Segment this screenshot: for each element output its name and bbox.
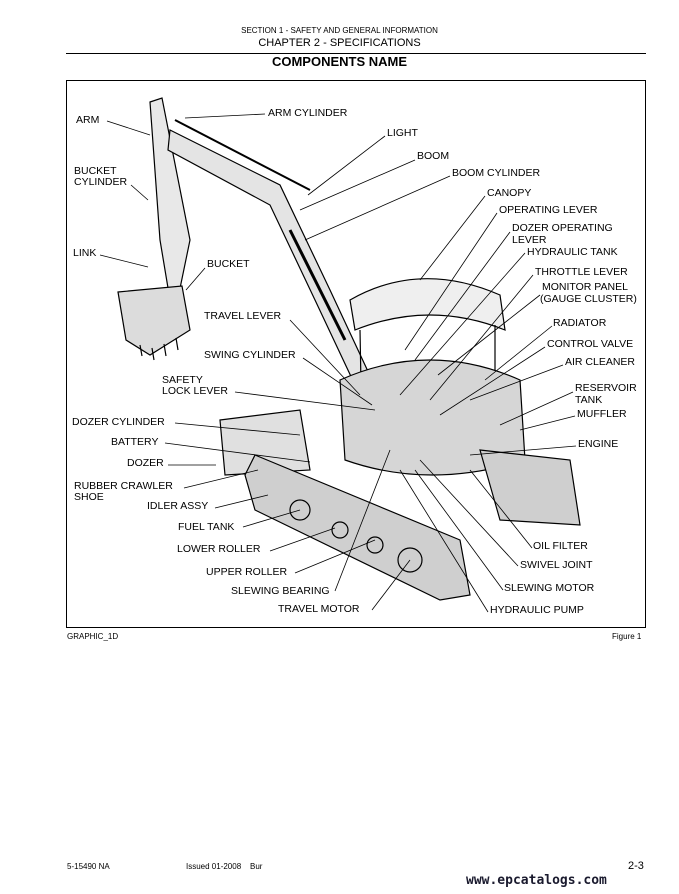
label-bucket-cylinder-2: CYLINDER	[74, 176, 128, 188]
label-idler-assy: IDLER ASSY	[147, 500, 209, 512]
label-dozer: DOZER	[127, 457, 164, 469]
label-throttle-lever: THROTTLE LEVER	[535, 266, 628, 278]
label-swing-cylinder: SWING CYLINDER	[204, 349, 296, 361]
label-slewing-bearing: SLEWING BEARING	[231, 585, 330, 597]
label-lower-roller: LOWER ROLLER	[177, 543, 261, 555]
section-header: SECTION 1 - SAFETY AND GENERAL INFORMATI…	[241, 26, 438, 35]
label-link: LINK	[73, 247, 97, 259]
label-bucket-cylinder-1: BUCKET	[74, 165, 117, 177]
label-dozer-cylinder: DOZER CYLINDER	[72, 416, 165, 428]
label-dozer-operating-lever-2: LEVER	[512, 234, 547, 246]
label-safety-lock-lever-2: LOCK LEVER	[162, 385, 228, 397]
label-radiator: RADIATOR	[553, 317, 607, 329]
language-code: Bur	[250, 862, 263, 871]
label-arm-cylinder: ARM CYLINDER	[268, 107, 348, 119]
label-reservoir-tank-1: RESERVOIR	[575, 382, 637, 394]
label-monitor-panel-2: (GAUGE CLUSTER)	[540, 293, 637, 305]
page-number: 2-3	[628, 860, 644, 872]
label-safety-lock-lever-1: SAFETY	[162, 374, 203, 386]
label-slewing-motor: SLEWING MOTOR	[504, 582, 595, 594]
figure-frame	[66, 80, 646, 628]
label-dozer-operating-lever-1: DOZER OPERATING	[512, 222, 613, 234]
label-upper-roller: UPPER ROLLER	[206, 566, 288, 578]
label-travel-lever: TRAVEL LEVER	[204, 310, 282, 322]
label-travel-motor: TRAVEL MOTOR	[278, 603, 360, 615]
label-fuel-tank: FUEL TANK	[178, 521, 235, 533]
label-canopy: CANOPY	[487, 187, 532, 199]
label-engine: ENGINE	[578, 438, 619, 450]
watermark: www.epcatalogs.com	[466, 873, 607, 888]
label-rubber-crawler-shoe-1: RUBBER CRAWLER	[74, 480, 173, 492]
label-boom: BOOM	[417, 150, 450, 162]
label-hydraulic-pump: HYDRAULIC PUMP	[490, 604, 584, 616]
graphic-id: GRAPHIC_1D	[67, 632, 119, 641]
figure-caption: Figure 1	[612, 632, 642, 641]
label-rubber-crawler-shoe-2: SHOE	[74, 491, 104, 503]
label-oil-filter: OIL FILTER	[533, 540, 588, 552]
label-muffler: MUFFLER	[577, 408, 627, 420]
label-air-cleaner: AIR CLEANER	[565, 356, 636, 368]
page-title: COMPONENTS NAME	[271, 54, 408, 69]
label-battery: BATTERY	[111, 436, 159, 448]
label-bucket: BUCKET	[207, 258, 250, 270]
label-light: LIGHT	[387, 127, 418, 139]
label-boom-cylinder: BOOM CYLINDER	[452, 167, 541, 179]
doc-number: 5-15490 NA	[67, 862, 110, 871]
label-reservoir-tank-2: TANK	[575, 394, 603, 406]
label-hydraulic-tank: HYDRAULIC TANK	[527, 246, 618, 258]
issued-date: Issued 01-2008	[186, 862, 242, 871]
header-rule	[66, 53, 646, 54]
label-swivel-joint: SWIVEL JOINT	[520, 559, 593, 571]
label-control-valve: CONTROL VALVE	[547, 338, 634, 350]
label-monitor-panel-1: MONITOR PANEL	[542, 281, 628, 293]
label-arm: ARM	[76, 114, 100, 126]
label-operating-lever: OPERATING LEVER	[499, 204, 598, 216]
chapter-header: CHAPTER 2 - SPECIFICATIONS	[258, 37, 421, 49]
